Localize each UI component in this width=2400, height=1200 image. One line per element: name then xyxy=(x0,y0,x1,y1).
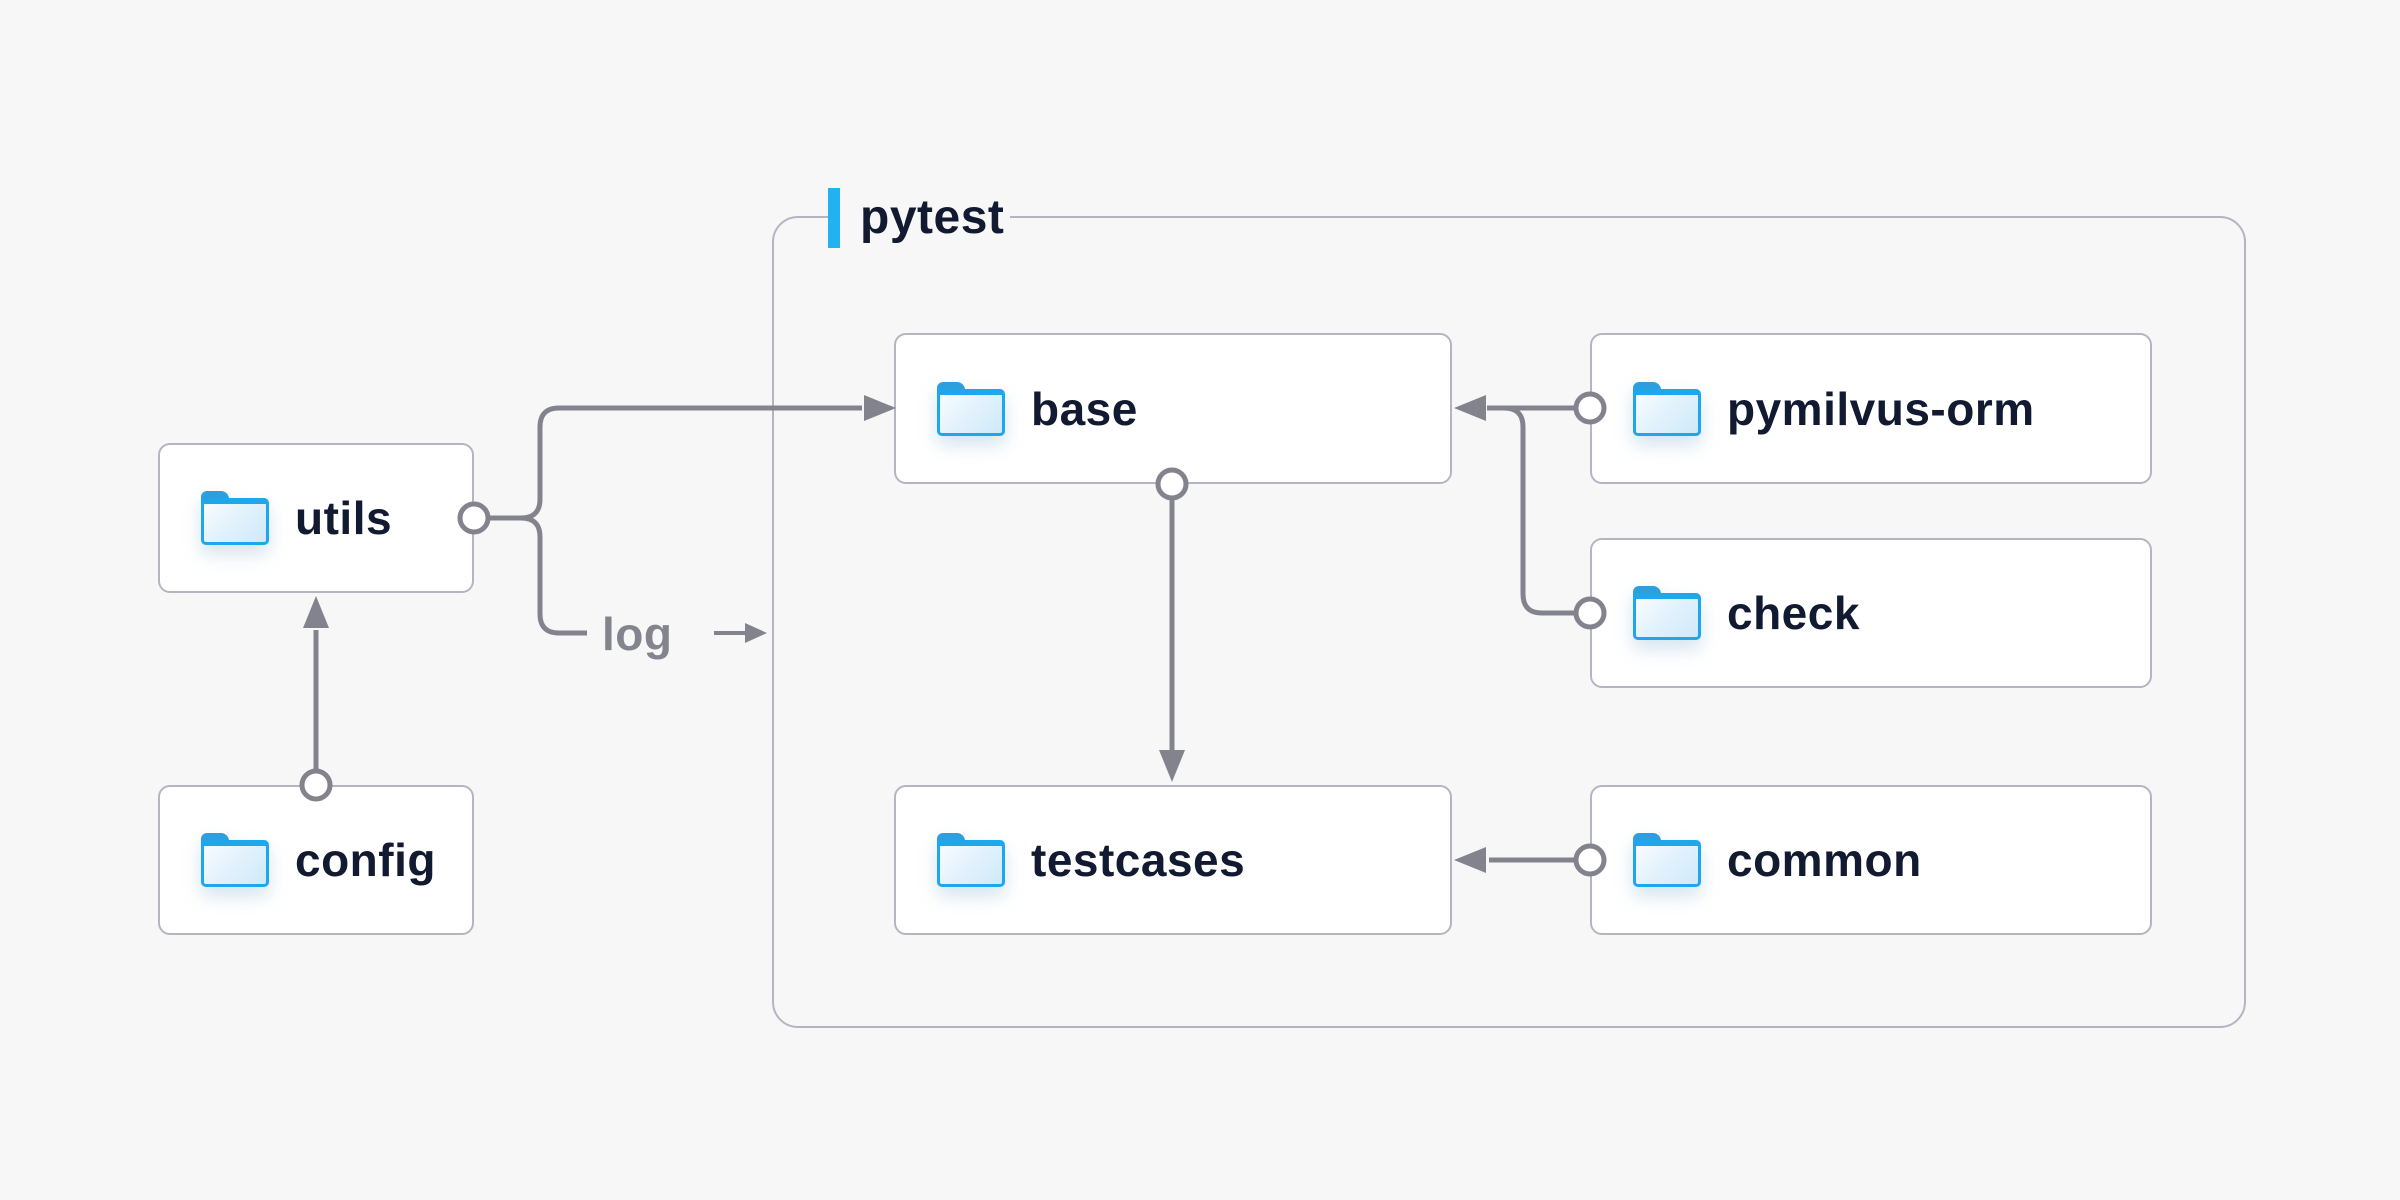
edge-utils-log xyxy=(489,515,587,636)
folder-icon xyxy=(937,833,1005,887)
node-testcases-label: testcases xyxy=(1031,834,1246,886)
accent-bar-icon xyxy=(828,188,840,248)
folder-icon xyxy=(937,381,1005,436)
node-testcases: testcases xyxy=(894,785,1452,935)
node-base: base xyxy=(894,333,1452,484)
node-utils-label: utils xyxy=(295,492,393,544)
folder-icon xyxy=(201,833,269,887)
node-config: config xyxy=(158,785,474,935)
folder-icon xyxy=(1633,833,1701,887)
log-annotation: log xyxy=(602,605,672,663)
folder-icon xyxy=(1633,381,1701,436)
node-check: check xyxy=(1590,538,2152,688)
folder-icon xyxy=(1633,586,1701,640)
pytest-group-label: pytest xyxy=(828,187,1011,249)
arrowhead-into-utils xyxy=(303,596,329,628)
node-common-label: common xyxy=(1727,834,1922,886)
log-arrowhead xyxy=(745,623,767,643)
node-pymilvus-orm-label: pymilvus-orm xyxy=(1727,382,2035,435)
node-config-label: config xyxy=(295,834,436,886)
log-annotation-label: log xyxy=(602,608,673,660)
pytest-group-title: pytest xyxy=(840,187,1011,249)
node-utils: utils xyxy=(158,443,474,593)
pytest-group-container: pytest xyxy=(772,187,2246,1028)
node-pymilvus-orm: pymilvus-orm xyxy=(1590,333,2152,484)
node-check-label: check xyxy=(1727,587,1860,639)
node-common: common xyxy=(1590,785,2152,935)
node-base-label: base xyxy=(1031,382,1138,435)
folder-icon xyxy=(201,491,269,545)
